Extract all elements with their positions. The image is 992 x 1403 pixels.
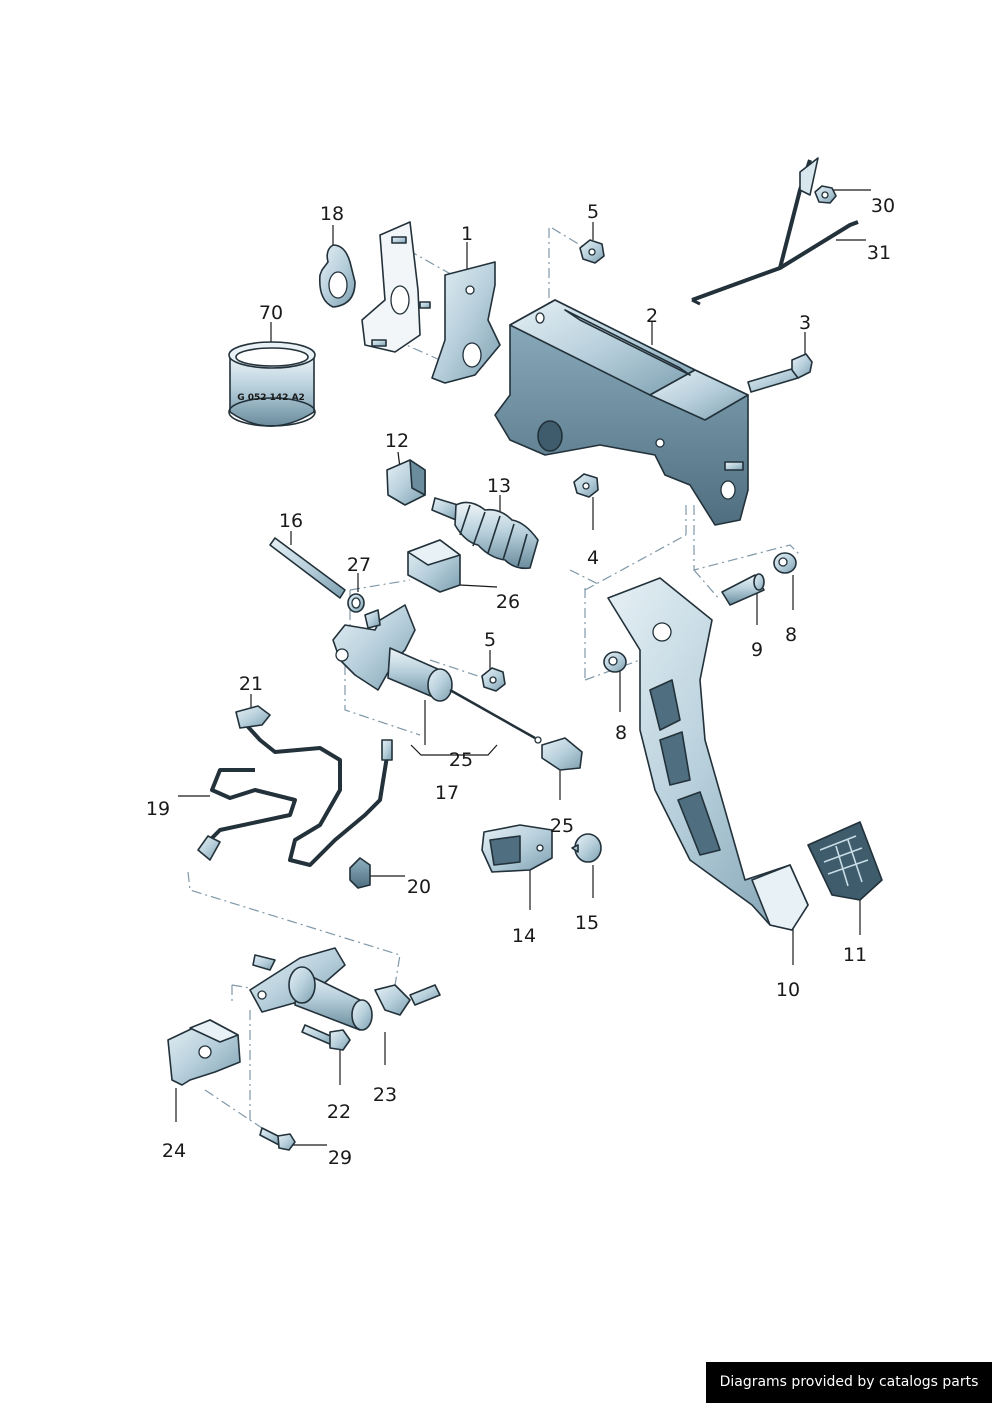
clamp-part-18: [318, 244, 356, 308]
bush-part-8-right: [773, 552, 797, 574]
label-part-8-right: 8: [785, 624, 797, 646]
label-part-70: 70: [259, 302, 283, 324]
bolt-part-29: [259, 1127, 296, 1151]
pedal-bracket-part-2: [494, 299, 749, 526]
nut-part-30: [814, 185, 837, 204]
label-part-5-middle: 5: [484, 629, 496, 651]
bush-part-8-left: [603, 651, 627, 673]
label-part-30: 30: [871, 195, 895, 217]
sleeve-stamp-text: G 052 142 A2: [237, 393, 305, 403]
label-part-19: 19: [146, 798, 170, 820]
attribution-footer: Diagrams provided by catalogs parts: [706, 1362, 992, 1403]
label-part-3: 3: [799, 312, 811, 334]
clip-part-21: [235, 705, 271, 729]
pedal-pad-part-11: [807, 821, 883, 901]
label-part-18: 18: [320, 203, 344, 225]
wire-bracket-part-31: [691, 157, 859, 306]
label-part-4: 4: [587, 547, 599, 569]
label-part-8-left: 8: [615, 722, 627, 744]
label-part-14: 14: [512, 925, 536, 947]
label-part-13: 13: [487, 475, 511, 497]
label-part-5-top: 5: [587, 201, 599, 223]
label-part-9: 9: [751, 639, 763, 661]
sleeve-part-70: G 052 142 A2: [228, 341, 316, 427]
label-part-31: 31: [867, 242, 891, 264]
bolt-part-3: [747, 353, 813, 393]
nut-part-4: [573, 473, 599, 498]
cap-part-15: [571, 833, 602, 863]
label-part-20: 20: [407, 876, 431, 898]
clip-part-20: [349, 857, 371, 889]
hose-part-16: [269, 537, 346, 599]
nut-part-5-middle: [481, 667, 506, 692]
clip-part-25: [541, 737, 583, 771]
label-part-26: 26: [496, 591, 520, 613]
boot-part-13: [431, 497, 539, 570]
label-part-12: 12: [385, 430, 409, 452]
clutch-pedal-part-10: [607, 577, 809, 931]
label-part-25-upper: 25: [449, 749, 473, 771]
label-part-17: 17: [435, 782, 459, 804]
nut-part-5-top: [579, 239, 605, 264]
bracket-part-14: [481, 824, 553, 873]
label-part-15: 15: [575, 912, 599, 934]
label-part-11: 11: [843, 944, 867, 966]
label-part-24: 24: [162, 1140, 186, 1162]
label-part-27: 27: [347, 554, 371, 576]
label-part-10: 10: [776, 979, 800, 1001]
label-part-2: 2: [646, 305, 658, 327]
label-part-21: 21: [239, 673, 263, 695]
sleeve-part-9: [721, 573, 765, 606]
part-labels: 1 2 3 4 5 5 8 8 9 10 11 12 13 14 15 16 1…: [146, 195, 895, 1169]
label-part-16: 16: [279, 510, 303, 532]
gasket-plate: [361, 221, 431, 353]
bush-part-12: [386, 459, 426, 506]
master-cylinder-part-17: [332, 604, 542, 744]
leader-lines: [175, 189, 871, 1146]
switch-part-26: [407, 539, 461, 593]
label-part-22: 22: [327, 1101, 351, 1123]
oring-part-27: [347, 593, 365, 613]
label-part-23: 23: [373, 1084, 397, 1106]
bracket-part-24: [167, 1019, 241, 1086]
label-part-25-lower: 25: [550, 815, 574, 837]
pipe-part-19: [197, 716, 393, 867]
label-part-1: 1: [461, 223, 473, 245]
slave-cylinder-part-23: [249, 947, 441, 1031]
bolt-part-22: [301, 1024, 351, 1051]
support-plate-part-1: [431, 261, 501, 384]
label-part-29: 29: [328, 1147, 352, 1169]
